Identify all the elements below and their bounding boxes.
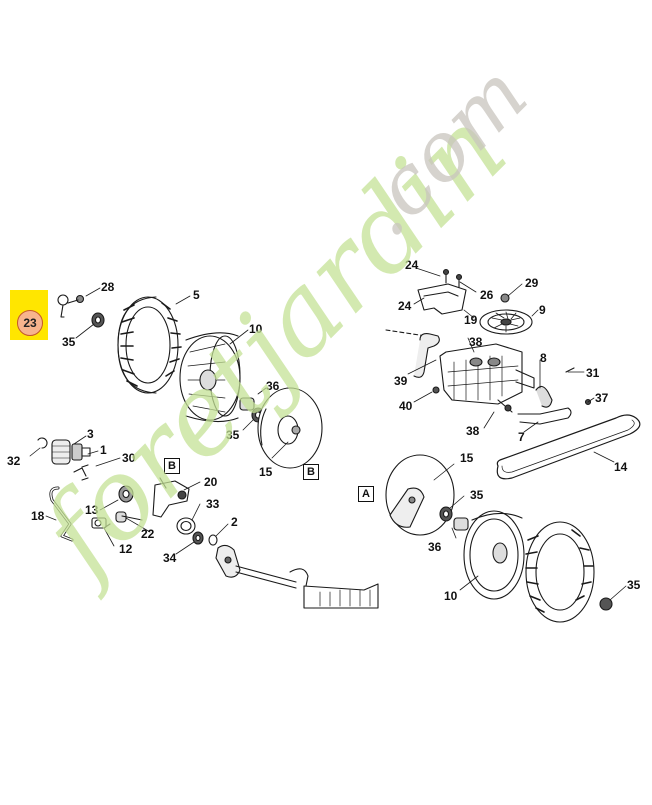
- box-label-a: A: [358, 486, 374, 502]
- callout-15: 15: [259, 465, 273, 479]
- hub-10: [179, 332, 241, 423]
- callout-19: 19: [464, 313, 478, 327]
- callout-10: 10: [249, 322, 263, 336]
- drive-parts-left: [37, 437, 143, 542]
- callout-35: 35: [627, 578, 641, 592]
- box-label-b: B: [164, 458, 180, 474]
- callout-36: 36: [428, 540, 442, 554]
- callout-1: 1: [100, 443, 107, 457]
- callout-18: 18: [31, 509, 45, 523]
- transmission-upper-right: [385, 268, 592, 425]
- small-parts-23-28-35: [57, 294, 105, 328]
- callout-13: 13: [85, 503, 99, 517]
- callout-2: 2: [231, 515, 238, 529]
- axle-lower: [215, 544, 379, 609]
- callout-20: 20: [204, 475, 218, 489]
- callout-26: 26: [480, 288, 494, 302]
- hub-10-lower: [463, 510, 525, 600]
- cover-15-lower: [385, 454, 455, 536]
- callout-24: 24: [398, 299, 412, 313]
- callout-28: 28: [101, 280, 115, 294]
- lever-20-assembly: [152, 477, 218, 546]
- callout-34: 34: [163, 551, 177, 565]
- callout-36: 36: [266, 379, 280, 393]
- callout-24: 24: [405, 258, 419, 272]
- callout-30: 30: [122, 451, 136, 465]
- callout-12: 12: [119, 542, 133, 556]
- callout-38: 38: [469, 335, 483, 349]
- callout-15: 15: [460, 451, 474, 465]
- nut-35-corner: [599, 597, 613, 611]
- callout-37: 37: [595, 391, 609, 405]
- callout-8: 8: [540, 351, 547, 365]
- leader-lines: [29, 267, 627, 601]
- wheel-5: [117, 296, 182, 394]
- callout-29: 29: [525, 276, 539, 290]
- callout-38: 38: [466, 424, 480, 438]
- callout-7: 7: [518, 430, 525, 444]
- callout-3: 3: [87, 427, 94, 441]
- nut-35-bushing-36-lower: [439, 506, 469, 531]
- cover-15-upper: [257, 387, 323, 469]
- callout-35: 35: [226, 428, 240, 442]
- box-label-b: B: [303, 464, 319, 480]
- callout-39: 39: [394, 374, 408, 388]
- callout-35: 35: [470, 488, 484, 502]
- callout-40: 40: [399, 399, 413, 413]
- callout-10: 10: [444, 589, 458, 603]
- callout-14: 14: [614, 460, 628, 474]
- belt-14: [496, 414, 641, 480]
- callout-9: 9: [539, 303, 546, 317]
- callout-5: 5: [193, 288, 200, 302]
- callout-22: 22: [141, 527, 155, 541]
- wheel-lower-right: [525, 521, 595, 623]
- callout-35: 35: [62, 335, 76, 349]
- callout-31: 31: [586, 366, 600, 380]
- callout-32: 32: [7, 454, 21, 468]
- callout-33: 33: [206, 497, 220, 511]
- highlighted-part-23[interactable]: 23: [17, 310, 43, 336]
